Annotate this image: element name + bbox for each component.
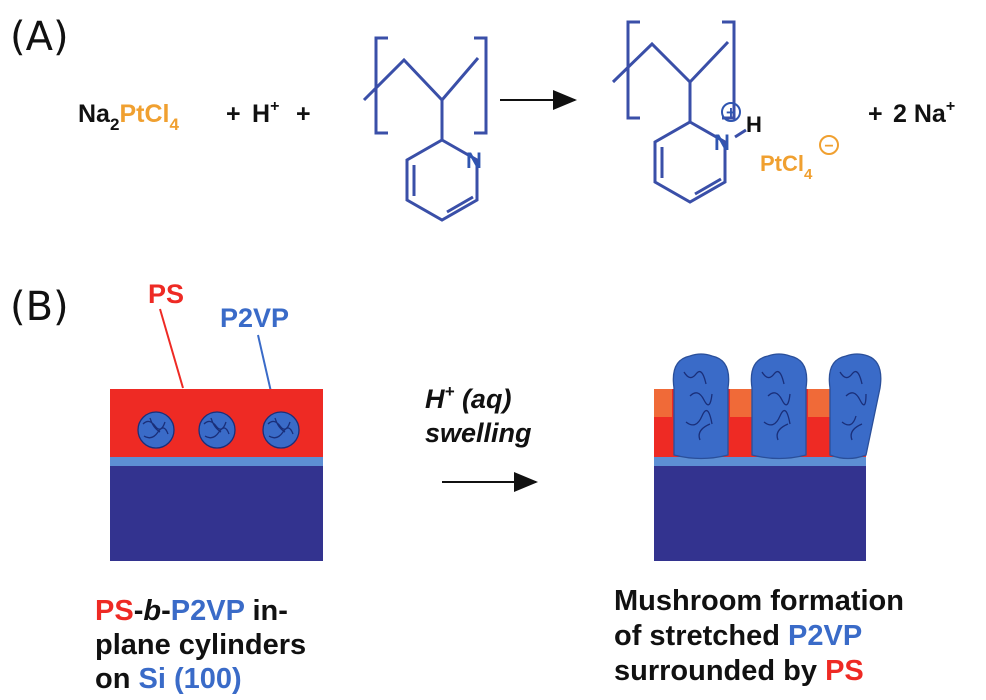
p2vp-mushroom bbox=[750, 353, 808, 460]
svg-text:−: − bbox=[824, 138, 833, 155]
proton: H+ bbox=[252, 98, 279, 128]
svg-text:surrounded by PS: surrounded by PS bbox=[614, 655, 864, 687]
silicon-substrate bbox=[654, 466, 866, 561]
positive-charge-icon bbox=[721, 102, 741, 122]
p2vp-mushroom bbox=[828, 353, 882, 460]
p2vp-cylinder bbox=[137, 411, 175, 449]
svg-text:plane cylinders: plane cylinders bbox=[95, 629, 306, 661]
p2vp-label: P2VP bbox=[220, 303, 289, 333]
mushroom-film bbox=[654, 353, 882, 561]
silicon-substrate bbox=[110, 466, 323, 561]
p2vp-cylinder bbox=[262, 411, 300, 449]
svg-text:on Si (100): on Si (100) bbox=[95, 663, 242, 695]
panel-a-label: (A) bbox=[10, 14, 69, 60]
ps-pointer-line bbox=[159, 308, 184, 389]
svg-text:of stretched P2VP: of stretched P2VP bbox=[614, 620, 862, 652]
svg-text:+: + bbox=[726, 103, 736, 122]
caption-left: PS-b-P2VP in- plane cylinders on Si (100… bbox=[95, 595, 306, 695]
plus-sign: + bbox=[296, 100, 311, 128]
counter-ion: PtCl4 bbox=[760, 151, 813, 183]
p2vp-monomer-structure: N bbox=[362, 36, 488, 222]
svg-text:Mushroom formation: Mushroom formation bbox=[614, 585, 904, 617]
svg-text:PS-b-P2VP in-: PS-b-P2VP in- bbox=[95, 595, 288, 627]
p2vp-cylinder bbox=[198, 411, 236, 449]
nitrogen-atom: N bbox=[466, 148, 482, 173]
ps-label: PS bbox=[148, 279, 184, 309]
plus-sign: + bbox=[226, 100, 241, 128]
panel-b-label: (B) bbox=[10, 284, 69, 330]
reagent-formula: Na2PtCl4 bbox=[78, 100, 179, 134]
nitrogen-atom: N bbox=[714, 130, 730, 155]
caption-right: Mushroom formation of stretched P2VP sur… bbox=[614, 585, 904, 687]
sodium-byproduct: 2 Na+ bbox=[893, 98, 955, 128]
oxide-layer bbox=[654, 457, 866, 466]
process-label-swelling: swelling bbox=[425, 418, 532, 448]
p2vp-mushroom bbox=[672, 353, 730, 460]
hydrogen-atom: H bbox=[746, 112, 762, 137]
process-label-acid: H+ (aq) bbox=[425, 382, 511, 414]
oxide-layer bbox=[110, 457, 323, 466]
plus-sign: + bbox=[868, 100, 883, 128]
protonated-p2vp-structure: N + H bbox=[611, 20, 762, 204]
inplane-cylinders-film bbox=[110, 389, 323, 561]
negative-charge-icon bbox=[819, 135, 839, 155]
